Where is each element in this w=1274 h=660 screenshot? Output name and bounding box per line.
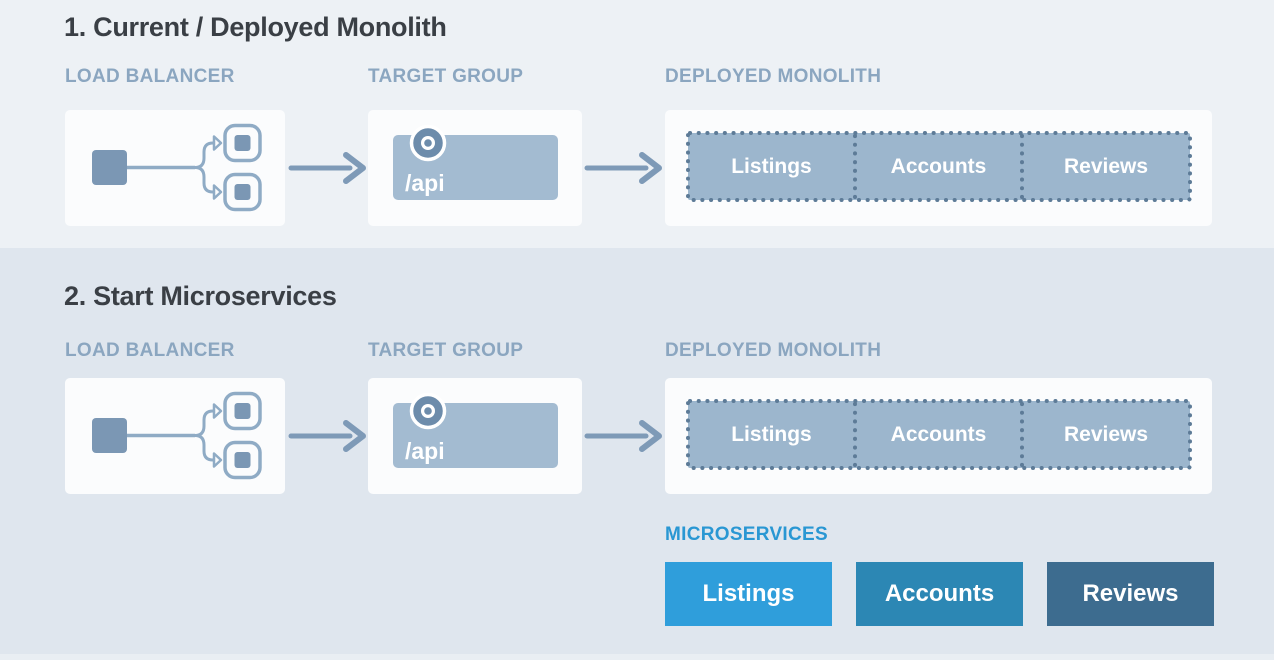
arrow-right-icon <box>288 152 366 184</box>
section2-load-balancer-label: LOAD BALANCER <box>65 340 235 361</box>
section2-title: 2. Start Microservices <box>64 281 337 311</box>
api-path-label: /api <box>405 438 445 464</box>
microservice-accounts: Accounts <box>856 562 1023 626</box>
section2-target-group-label: TARGET GROUP <box>368 340 524 361</box>
monolith-segment-listings: Listings <box>731 154 812 178</box>
section2-monolith-label: DEPLOYED MONOLITH <box>665 340 882 361</box>
section1-load-balancer-label: LOAD BALANCER <box>65 66 235 87</box>
monolith-dashed-box <box>686 399 1192 470</box>
section1-target-group-card: /api <box>368 110 582 226</box>
load-balancer-icon <box>92 123 262 212</box>
section1-monolith-label: DEPLOYED MONOLITH <box>665 66 882 87</box>
section2-monolith-card: Listings Accounts Reviews <box>665 378 1212 494</box>
monolith-segment-listings: Listings <box>731 422 812 446</box>
bottom-background-band <box>0 654 1274 660</box>
section1-target-group-label: TARGET GROUP <box>368 66 524 87</box>
bullseye-icon <box>409 392 447 430</box>
section1-load-balancer-card <box>65 110 285 226</box>
arrow-right-icon <box>288 420 366 452</box>
monolith-dashed-box <box>686 131 1192 202</box>
arrow-right-icon <box>584 152 662 184</box>
section2-load-balancer-card <box>65 378 285 494</box>
monolith-segment-accounts: Accounts <box>890 154 987 178</box>
monolith-segment-reviews: Reviews <box>1063 154 1149 178</box>
section1-title: 1. Current / Deployed Monolith <box>64 12 447 42</box>
microservices-label: MICROSERVICES <box>665 524 828 545</box>
bullseye-icon <box>409 124 447 162</box>
microservice-listings: Listings <box>665 562 832 626</box>
monolith-segment-reviews: Reviews <box>1063 422 1149 446</box>
api-path-label: /api <box>405 170 445 196</box>
load-balancer-icon <box>92 391 262 480</box>
section1-monolith-card: Listings Accounts Reviews <box>665 110 1212 226</box>
arrow-right-icon <box>584 420 662 452</box>
monolith-segment-accounts: Accounts <box>890 422 987 446</box>
section2-target-group-card: /api <box>368 378 582 494</box>
microservice-reviews: Reviews <box>1047 562 1214 626</box>
